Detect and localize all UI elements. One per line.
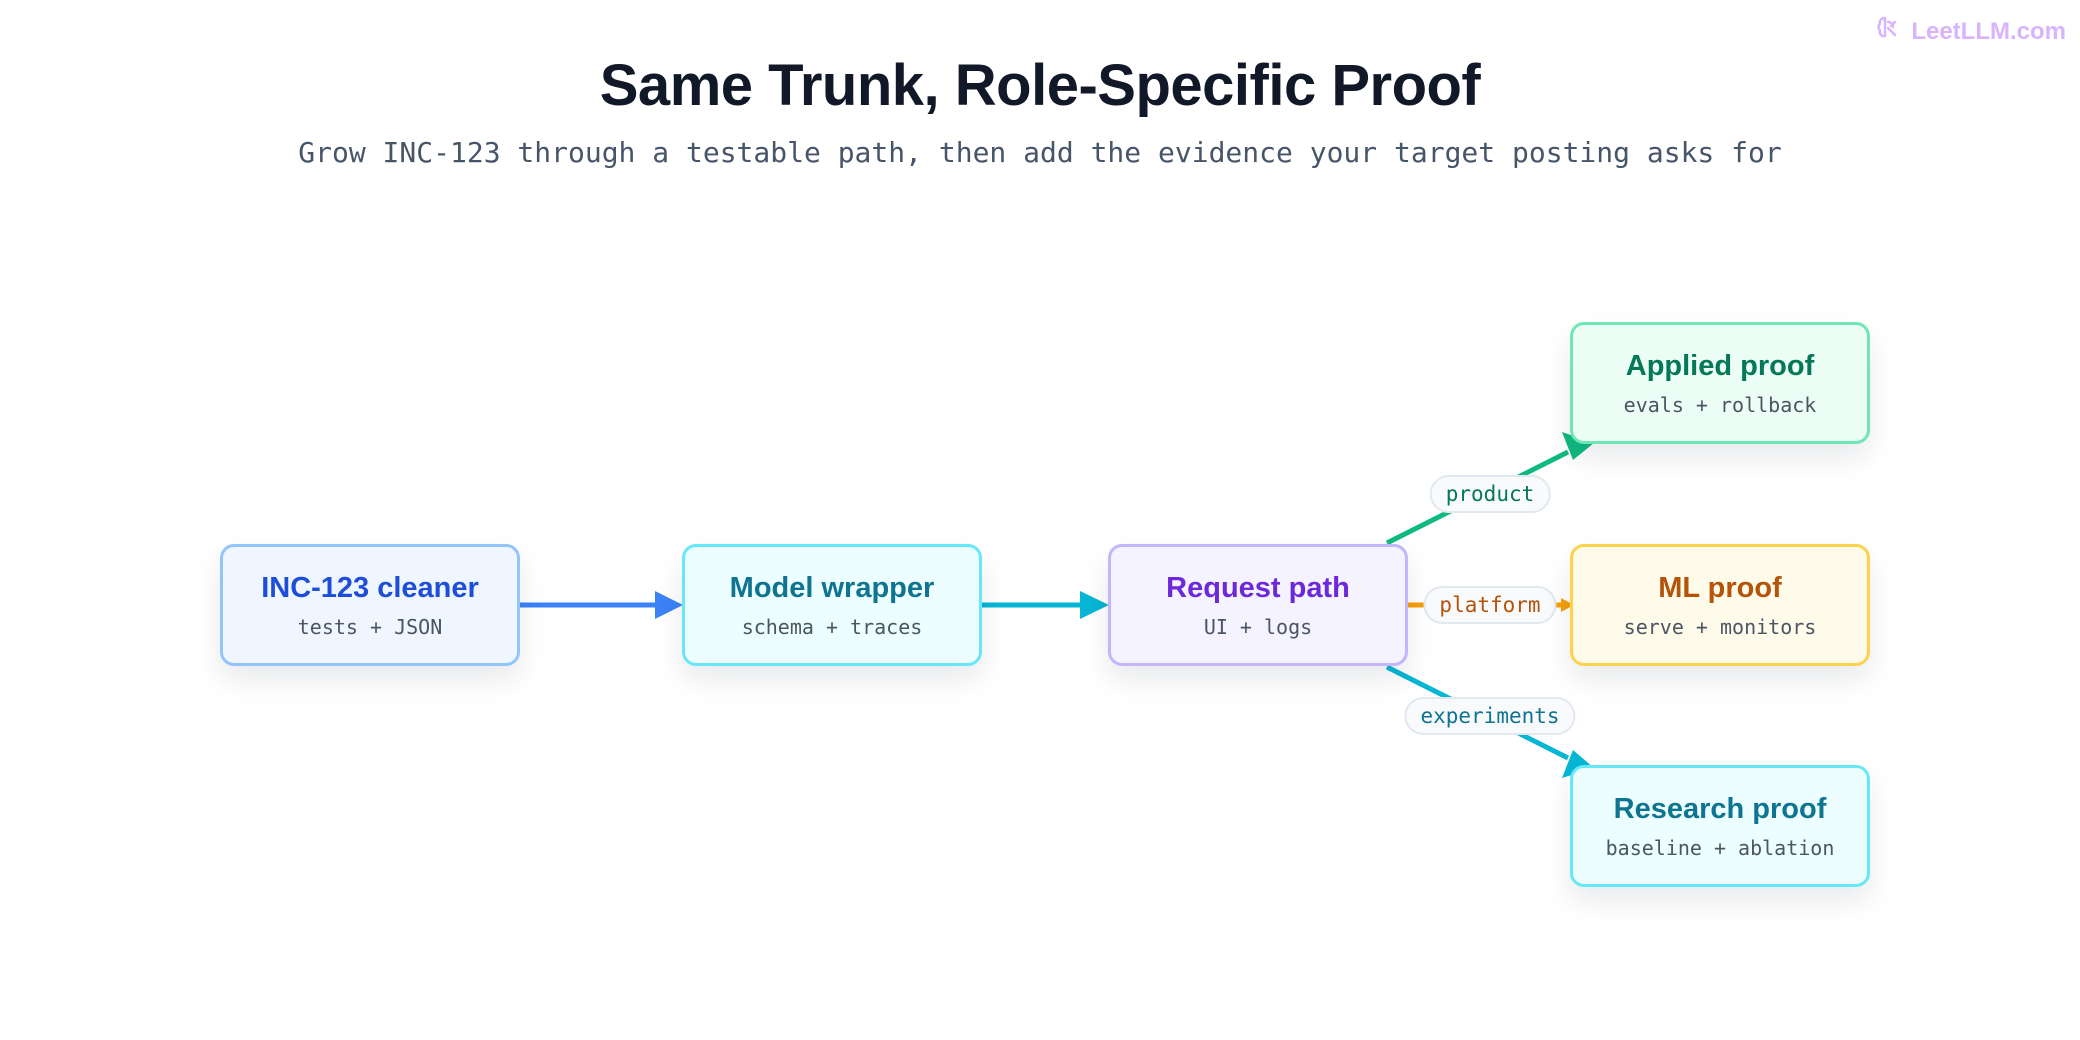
node-applied-proof: Applied proof evals + rollback <box>1570 322 1870 444</box>
node-subtitle: evals + rollback <box>1623 392 1817 417</box>
node-title: Applied proof <box>1625 349 1815 382</box>
node-subtitle: serve + monitors <box>1623 614 1817 639</box>
node-subtitle: tests + JSON <box>297 614 443 639</box>
node-ml-proof: ML proof serve + monitors <box>1570 544 1870 666</box>
node-title: Request path <box>1166 571 1350 604</box>
edge-label-experiments: experiments <box>1404 697 1576 735</box>
node-inc-123-cleaner: INC-123 cleaner tests + JSON <box>220 544 520 666</box>
node-title: ML proof <box>1658 571 1782 604</box>
brand-name: LeetLLM.com <box>1911 17 2066 45</box>
edge-label-product: product <box>1429 475 1551 513</box>
node-title: Research proof <box>1613 792 1827 825</box>
node-subtitle: baseline + ablation <box>1605 835 1835 860</box>
node-subtitle: UI + logs <box>1203 614 1313 639</box>
node-research-proof: Research proof baseline + ablation <box>1570 765 1870 887</box>
arrowhead-request <box>1080 591 1109 619</box>
node-request-path: Request path UI + logs <box>1108 544 1408 666</box>
diagram-subtitle: Grow INC-123 through a testable path, th… <box>298 136 1782 169</box>
arrowhead-research <box>1562 750 1594 778</box>
arrowhead-ml <box>1561 598 1574 612</box>
diagram-title: Same Trunk, Role-Specific Proof <box>599 53 1481 118</box>
node-model-wrapper: Model wrapper schema + traces <box>682 544 982 666</box>
brain-icon <box>1875 14 1903 49</box>
brand-watermark: LeetLLM.com <box>1875 14 2066 49</box>
node-title: INC-123 cleaner <box>261 571 479 604</box>
node-title: Model wrapper <box>729 571 935 604</box>
edge-label-platform: platform <box>1423 586 1557 624</box>
arrowhead-applied <box>1562 432 1594 460</box>
node-subtitle: schema + traces <box>741 614 923 639</box>
arrowhead-wrapper <box>655 591 683 619</box>
